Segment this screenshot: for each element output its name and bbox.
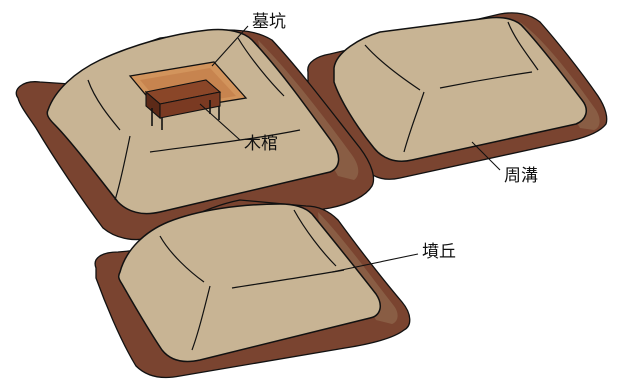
- wooden-coffin: [144, 79, 222, 130]
- coffin-side: [159, 91, 221, 119]
- left-mound-ridge-1: [87, 79, 121, 131]
- bottom-mound-ridge-1: [159, 235, 205, 283]
- grave-pit-leader: [211, 25, 249, 67]
- right-mound-ridge-4: [403, 91, 425, 153]
- grave-pit-label: 墓坑: [252, 12, 286, 32]
- coffin-leader: [199, 103, 241, 141]
- mound-leader: [331, 253, 419, 273]
- left-mound-ridge-4: [237, 37, 285, 97]
- right-mound-ridge-2: [507, 21, 539, 71]
- right-mound-body: [333, 16, 587, 162]
- bottom-mound-body: [117, 203, 381, 363]
- right-mound-group: [307, 12, 608, 180]
- right-mound-ridge-3: [439, 71, 533, 89]
- left-mound-ridge-2: [114, 135, 131, 201]
- ditch-leader: [471, 141, 501, 171]
- left-mound-group: [15, 28, 375, 241]
- mound-label: 墳丘: [422, 242, 456, 262]
- bottom-mound-group: [94, 199, 411, 379]
- coffin-label: 木棺: [244, 134, 278, 154]
- left-mound-ridge-3: [149, 129, 301, 153]
- right-mound-ridge-1: [364, 44, 421, 91]
- ditch-label: 周溝: [504, 166, 538, 186]
- leader-lines: [199, 25, 501, 273]
- bottom-mound-ridge-4: [293, 209, 337, 267]
- bottom-mound-ridge-2: [191, 285, 211, 351]
